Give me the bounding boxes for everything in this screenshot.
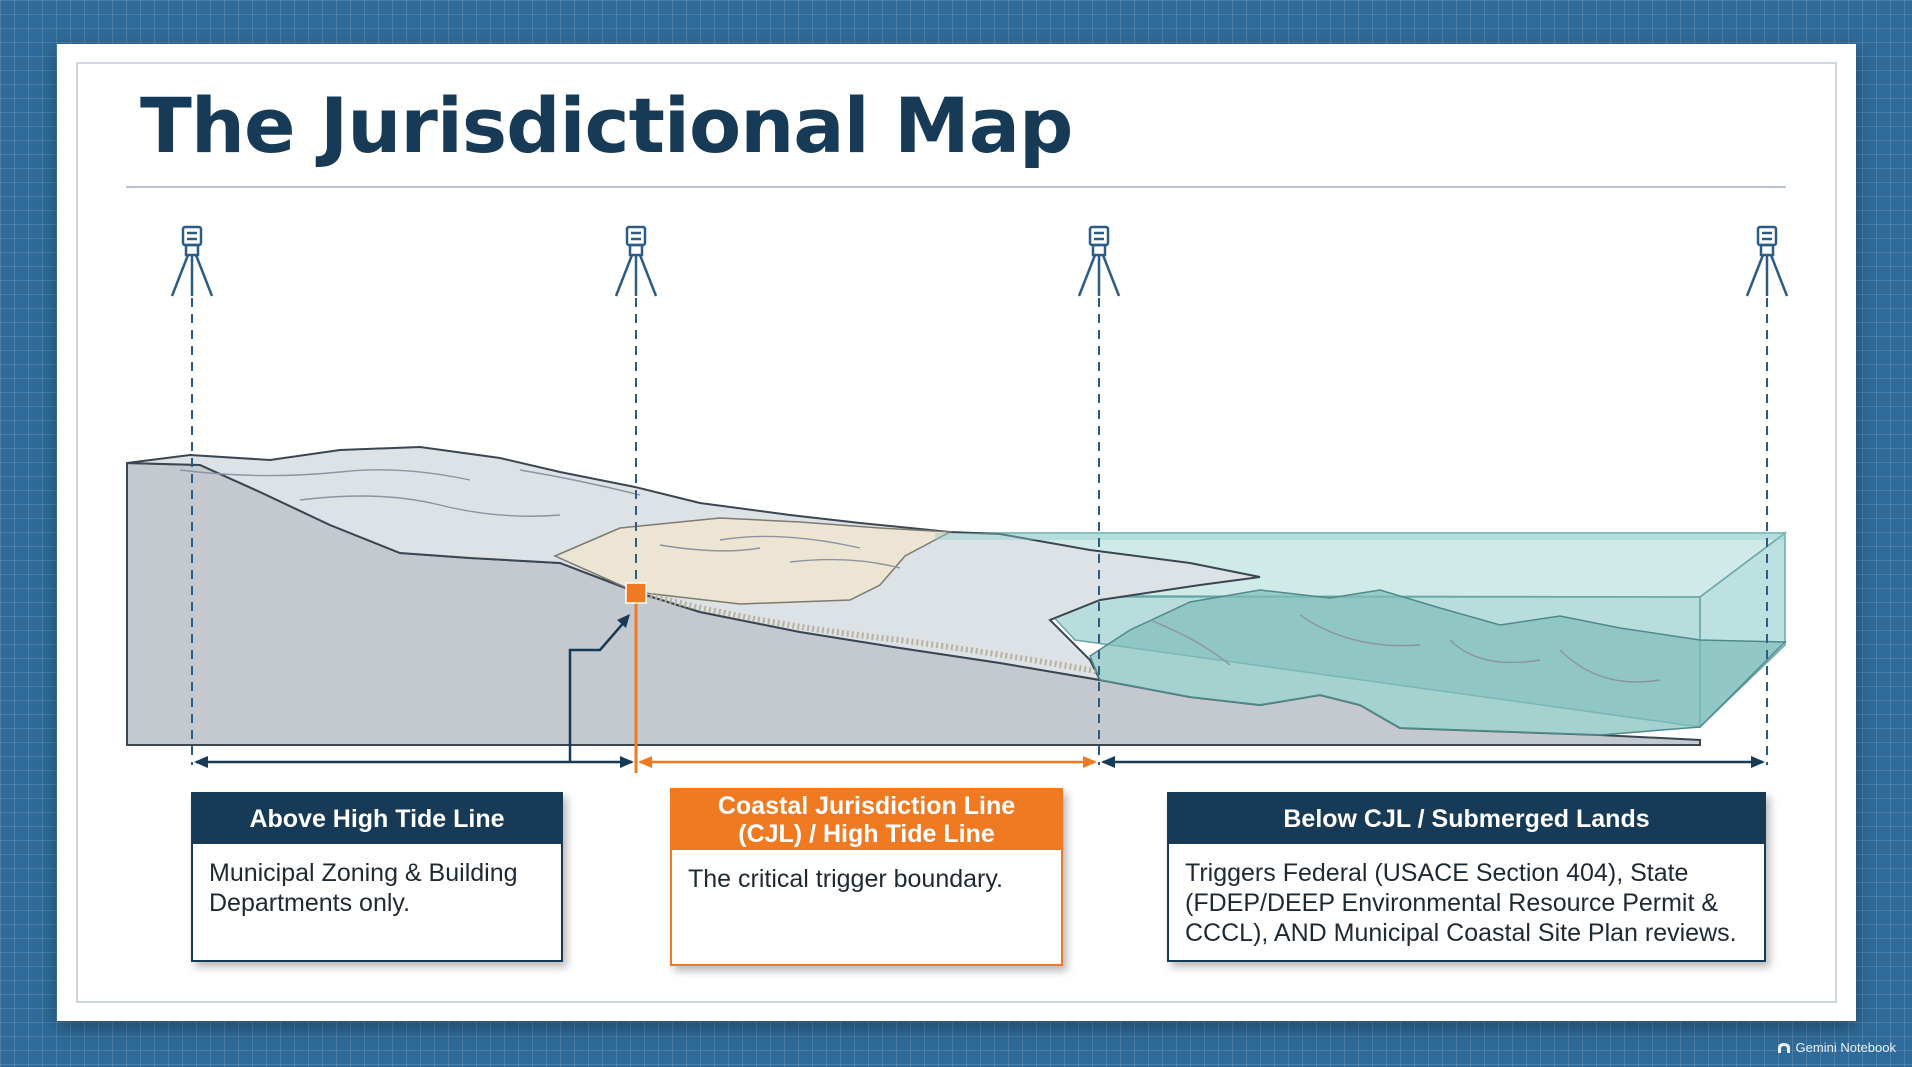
zone-description: The critical trigger boundary. [688,865,1003,893]
surveyor-tripod-icon [1077,225,1121,297]
zone-cjl: Coastal Jurisdiction Line (CJL) / High T… [670,788,1063,966]
title-divider [126,186,1786,188]
beach-sand [553,517,953,605]
page-title: The Jurisdictional Map [140,81,1073,170]
zone-heading-line-1: Coastal Jurisdiction Line [717,792,1016,820]
zone-heading: Below CJL / Submerged Lands [1169,794,1764,844]
zone-heading-line-2: (CJL) / High Tide Line [738,820,995,848]
zone-description: Triggers Federal (USACE Section 404), St… [1185,859,1737,947]
water-surface-front [935,533,1785,540]
surveyor-tripod-icon [1745,225,1789,297]
zone-above-high-tide: Above High Tide Line Municipal Zoning & … [191,792,563,962]
watermark: Gemini Notebook [1777,1040,1896,1055]
watermark-text: Gemini Notebook [1795,1040,1896,1055]
zone-submerged-lands: Below CJL / Submerged Lands Triggers Fed… [1167,792,1766,962]
arrow-icon [568,619,627,762]
span-arrows [194,756,1765,768]
sand-edge [635,589,1101,675]
surveyor-tripod-icon [170,225,214,297]
zone-description: Municipal Zoning & Building Departments … [209,859,518,917]
arrow-head [617,614,630,628]
marker-square-icon [625,582,647,604]
gemini-logo-icon [1777,1042,1790,1053]
zone-heading: Coastal Jurisdiction Line (CJL) / High T… [672,790,1061,850]
surveyor-tripod-icon [614,225,658,297]
survey-lines [191,298,1768,765]
zone-heading: Above High Tide Line [193,794,561,844]
terrain-contours [179,469,1661,683]
submerged-terrain [1089,589,1787,736]
